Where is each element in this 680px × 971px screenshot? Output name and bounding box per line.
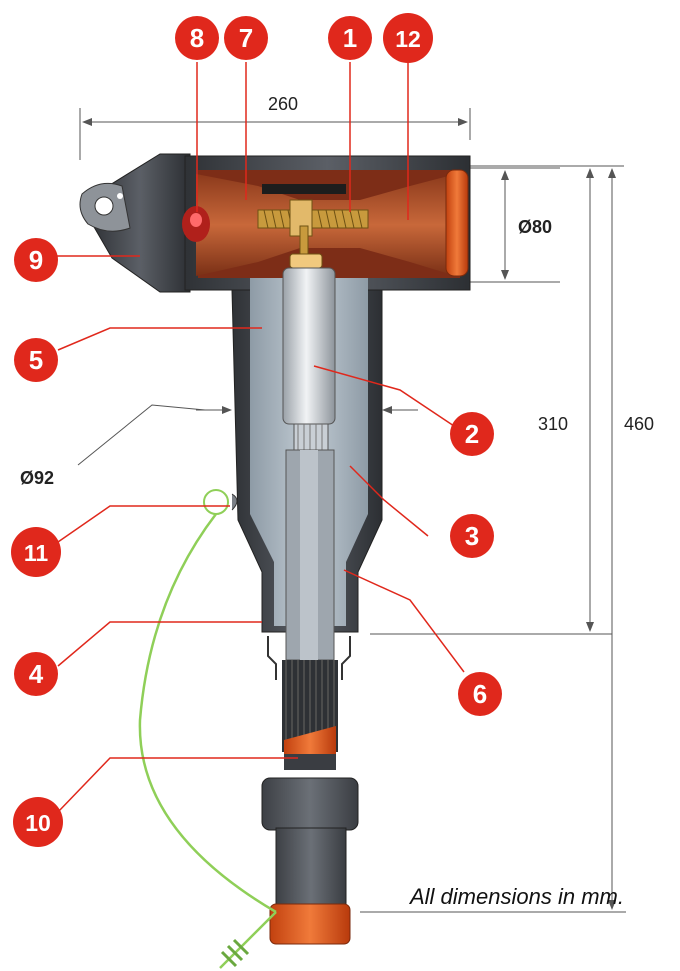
cable-insulation bbox=[285, 449, 335, 661]
svg-text:3: 3 bbox=[465, 521, 479, 551]
svg-text:4: 4 bbox=[29, 659, 44, 689]
earth-clip bbox=[267, 636, 351, 680]
cable-sheath bbox=[261, 777, 359, 945]
callout-badge-10: 10 bbox=[13, 797, 63, 847]
dimension-80-label: Ø80 bbox=[518, 217, 552, 237]
svg-text:8: 8 bbox=[190, 23, 204, 53]
svg-text:10: 10 bbox=[25, 810, 51, 836]
dimension-260: 260 bbox=[79, 94, 471, 160]
svg-text:12: 12 bbox=[395, 26, 421, 52]
dimension-460: 460 bbox=[360, 165, 654, 913]
svg-text:7: 7 bbox=[239, 23, 253, 53]
callout-badge-1: 1 bbox=[328, 16, 372, 60]
callout-badge-2: 2 bbox=[450, 412, 494, 456]
callout-badge-5: 5 bbox=[14, 338, 58, 382]
dimension-260-label: 260 bbox=[268, 94, 298, 114]
callout-badge-9: 9 bbox=[14, 238, 58, 282]
callout-badge-7: 7 bbox=[224, 16, 268, 60]
svg-text:1: 1 bbox=[343, 23, 357, 53]
svg-text:2: 2 bbox=[465, 419, 479, 449]
dimension-80: Ø80 bbox=[465, 167, 560, 283]
cable-lug bbox=[282, 267, 336, 451]
svg-text:9: 9 bbox=[29, 245, 43, 275]
dimension-310-label: 310 bbox=[538, 414, 568, 434]
dimension-92: Ø92 bbox=[20, 404, 418, 488]
dimension-92-label: Ø92 bbox=[20, 468, 54, 488]
callout-badge-11: 11 bbox=[11, 527, 61, 577]
callout-badge-12: 12 bbox=[383, 13, 433, 63]
callout-badge-3: 3 bbox=[450, 514, 494, 558]
units-note: All dimensions in mm. bbox=[410, 884, 624, 909]
svg-text:6: 6 bbox=[473, 679, 487, 709]
callout-badge-4: 4 bbox=[14, 652, 58, 696]
dimension-460-label: 460 bbox=[624, 414, 654, 434]
svg-text:11: 11 bbox=[24, 540, 49, 566]
threaded-stud bbox=[257, 199, 369, 269]
svg-text:5: 5 bbox=[29, 345, 43, 375]
dimension-310: 310 bbox=[370, 165, 612, 635]
cable-shield bbox=[282, 660, 338, 770]
callout-badge-8: 8 bbox=[175, 16, 219, 60]
callout-badge-6: 6 bbox=[458, 672, 502, 716]
callout-leaders bbox=[56, 62, 465, 813]
ground-wire bbox=[138, 489, 277, 969]
